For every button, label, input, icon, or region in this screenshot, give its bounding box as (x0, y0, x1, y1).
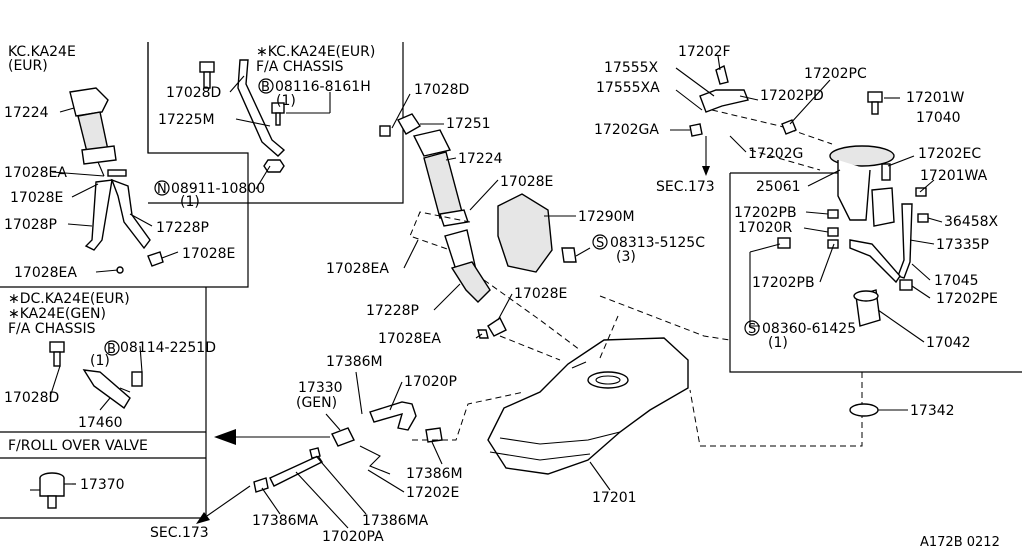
callout-17460: 17460 (78, 415, 123, 431)
callout-17202pb-bottom: 17202PB (752, 275, 815, 291)
callout-17251: 17251 (446, 116, 491, 132)
callout-sec173-right: SEC.173 (656, 179, 715, 195)
callout-17555x: 17555X (604, 60, 659, 76)
callout-17028ea-left-bottom: 17028EA (14, 265, 77, 281)
panel-kc-fa-title2: F/A CHASSIS (256, 59, 344, 75)
callout-08114-qty: (1) (90, 353, 110, 369)
callout-17555xa: 17555XA (596, 80, 660, 96)
kc-chassis-bracket (199, 59, 330, 173)
callout-08313-qty: (3) (616, 249, 636, 265)
callout-17342: 17342 (910, 403, 955, 419)
callout-17386m-bottom: 17386M (406, 466, 463, 482)
panel-dc-title3: F/A CHASSIS (8, 321, 96, 337)
callout-17028ea-center: 17028EA (326, 261, 389, 277)
callout-17330-gen: (GEN) (296, 395, 337, 411)
callout-17020p: 17020P (404, 374, 457, 390)
callout-17225m: 17225M (158, 112, 215, 128)
screw-symbol-s2: S (748, 322, 756, 337)
callout-17028d-kc: 17028D (166, 85, 221, 101)
callout-08360-qty: (1) (768, 335, 788, 351)
callout-17224-left: 17224 (4, 105, 49, 121)
callout-17202ga: 17202GA (594, 122, 659, 138)
callout-08116-qty: (1) (276, 93, 296, 109)
filler-neck-center (379, 113, 577, 339)
rollover-valve (30, 472, 76, 509)
nut-symbol-n: N (157, 182, 167, 197)
fuel-tank (487, 337, 689, 475)
callout-17386ma-right: 17386MA (362, 513, 429, 529)
callout-17201wa: 17201WA (920, 168, 988, 184)
callout-17201: 17201 (592, 490, 637, 506)
callout-17028d-center: 17028D (414, 82, 469, 98)
callout-17202pc: 17202PC (804, 66, 867, 82)
callout-17042: 17042 (926, 335, 971, 351)
callout-36458x: 36458X (944, 214, 999, 230)
leader-dash-lines (409, 109, 863, 447)
callout-17202e: 17202E (406, 485, 459, 501)
bolt-symbol-b2: B (107, 342, 116, 357)
panel-dc-title1: ∗DC.KA24E(EUR) (8, 291, 130, 307)
callout-17330: 17330 (298, 380, 343, 396)
callout-17045: 17045 (934, 273, 979, 289)
callout-17028d-dc: 17028D (4, 390, 59, 406)
big-arrow (214, 429, 330, 445)
callout-08360: 08360-61425 (762, 321, 856, 337)
callout-17028e-center: 17028E (500, 174, 553, 190)
panel-rollover-title: F/ROLL OVER VALVE (8, 438, 148, 454)
panel-kc-eur-title1: KC.KA24E (8, 44, 76, 60)
callout-17202ec: 17202EC (918, 146, 981, 162)
small-arrows (196, 136, 710, 524)
callout-17020pa: 17020PA (322, 529, 384, 545)
callout-17202f: 17202F (678, 44, 731, 60)
screw-symbol-s1: S (596, 236, 604, 251)
dc-chassis-bracket (49, 341, 143, 410)
symbol-circles: B N S B S (104, 78, 760, 357)
footer-code: A172B 0212 (920, 535, 1000, 550)
callout-17028p: 17028P (4, 217, 57, 233)
callout-08313: 08313-5125C (610, 235, 705, 251)
callout-17040: 17040 (916, 110, 961, 126)
bolt-symbol-b1: B (261, 80, 270, 95)
callout-17028ea-left-top: 17028EA (4, 165, 67, 181)
callout-25061: 25061 (756, 179, 801, 195)
callout-17386ma-left: 17386MA (252, 513, 319, 529)
callout-sec173-bottom: SEC.173 (150, 525, 209, 541)
callout-17228p-center: 17228P (366, 303, 419, 319)
callout-17202g: 17202G (748, 146, 803, 162)
filler-neck-left (69, 87, 164, 274)
callout-08911-qty: (1) (180, 194, 200, 210)
callout-17386m-top: 17386M (326, 354, 383, 370)
panel-dc-title2: ∗KA24E(GEN) (8, 306, 106, 322)
callout-17370: 17370 (80, 477, 125, 493)
callout-17224-center: 17224 (458, 151, 503, 167)
callout-08116: 08116-8161H (275, 79, 371, 95)
callout-17028ea-center-bottom: 17028EA (378, 331, 441, 347)
panel-frames (0, 42, 1022, 519)
callout-08114: 08114-2251D (120, 340, 216, 356)
callout-08911: 08911-10800 (171, 181, 265, 197)
callout-17202pe: 17202PE (936, 291, 998, 307)
panel-kc-fa-title1: ∗KC.KA24E(EUR) (256, 44, 375, 60)
callout-17202pb-top: 17202PB (734, 205, 797, 221)
callout-17202pd: 17202PD (760, 88, 824, 104)
leader-lines (49, 55, 943, 529)
callout-17290m: 17290M (578, 209, 635, 225)
fuel-pump-assembly (689, 64, 929, 417)
callout-17335p: 17335P (936, 237, 989, 253)
panel-kc-eur-title2: (EUR) (8, 58, 48, 74)
vent-hoses (253, 391, 525, 493)
callout-17028e-center-bottom: 17028E (514, 286, 567, 302)
callout-17028e-left-bottom: 17028E (182, 246, 235, 262)
callout-17228p-left: 17228P (156, 220, 209, 236)
callout-17028e-left: 17028E (10, 190, 63, 206)
callout-17201w: 17201W (906, 90, 965, 106)
callout-17020r: 17020R (738, 220, 793, 236)
